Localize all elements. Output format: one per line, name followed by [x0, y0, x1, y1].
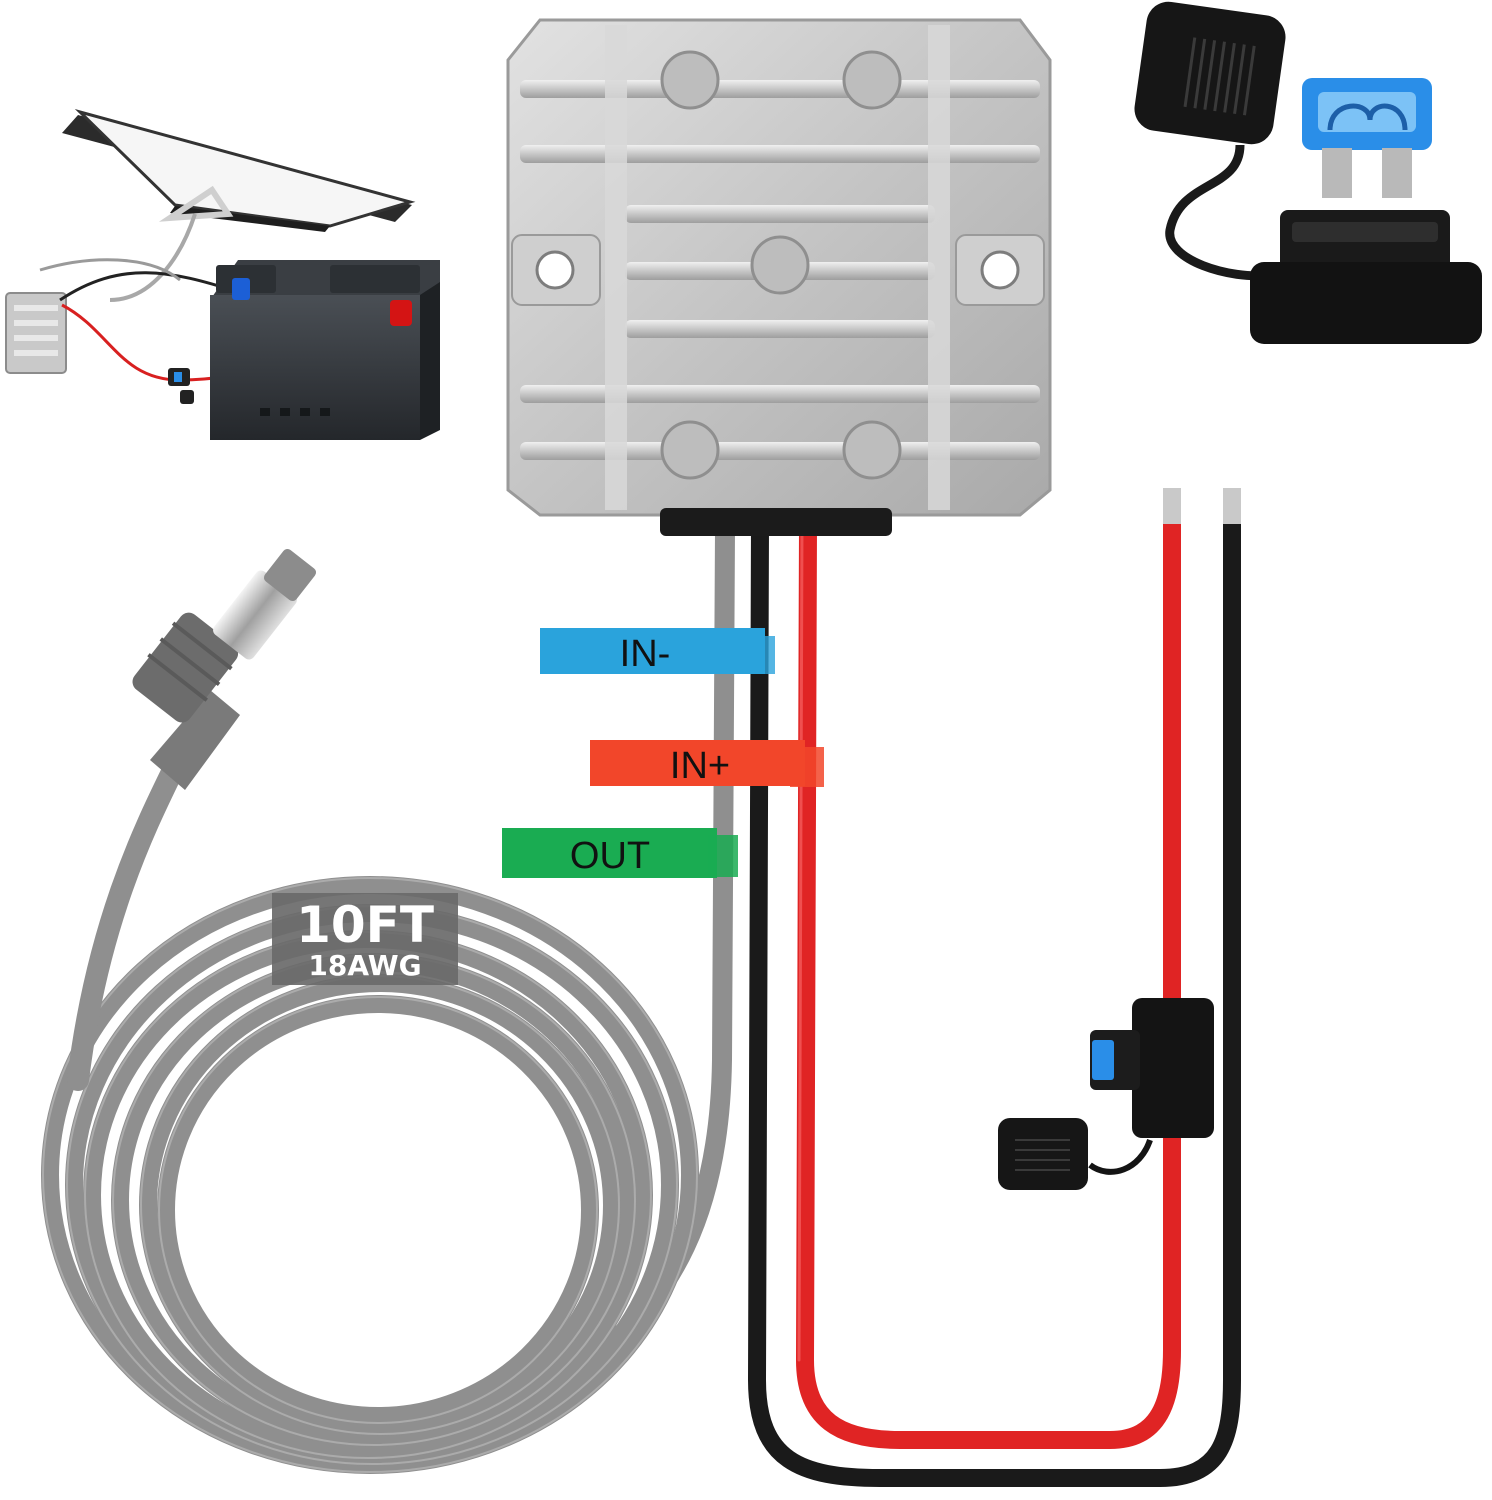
inline-fuse-icon	[1092, 1040, 1114, 1080]
inline-fuse-cap-icon	[998, 1118, 1088, 1190]
tag-out: OUT	[502, 828, 738, 878]
converter-mini-icon	[5, 292, 67, 374]
spare-fuse-holder	[1134, 1, 1482, 344]
solar-panel-icon	[62, 109, 416, 232]
tag-in-plus-label: IN+	[670, 745, 730, 787]
fuse-cap-icon	[1134, 1, 1286, 145]
cable-length-label: 10FT 18AWG	[272, 893, 458, 985]
installation-inset	[5, 109, 440, 440]
mounting-hole-icon	[955, 234, 1045, 306]
tag-in-minus-label: IN-	[620, 633, 671, 675]
mounting-hole-icon	[511, 234, 601, 306]
tag-out-label: OUT	[570, 835, 650, 877]
inline-fuse-holder	[998, 998, 1214, 1190]
cable-gauge-text: 18AWG	[308, 949, 421, 982]
input-wires	[747, 488, 1241, 1487]
battery-icon	[210, 260, 440, 440]
heatsink-fins	[520, 80, 1040, 460]
tag-in-minus: IN-	[540, 628, 775, 675]
dc-plug-icon	[132, 548, 317, 790]
converter-housing	[506, 18, 1052, 536]
cable-length-text: 10FT	[296, 896, 434, 954]
blade-fuse-icon	[1302, 78, 1432, 198]
tag-in-plus: IN+	[590, 740, 824, 787]
